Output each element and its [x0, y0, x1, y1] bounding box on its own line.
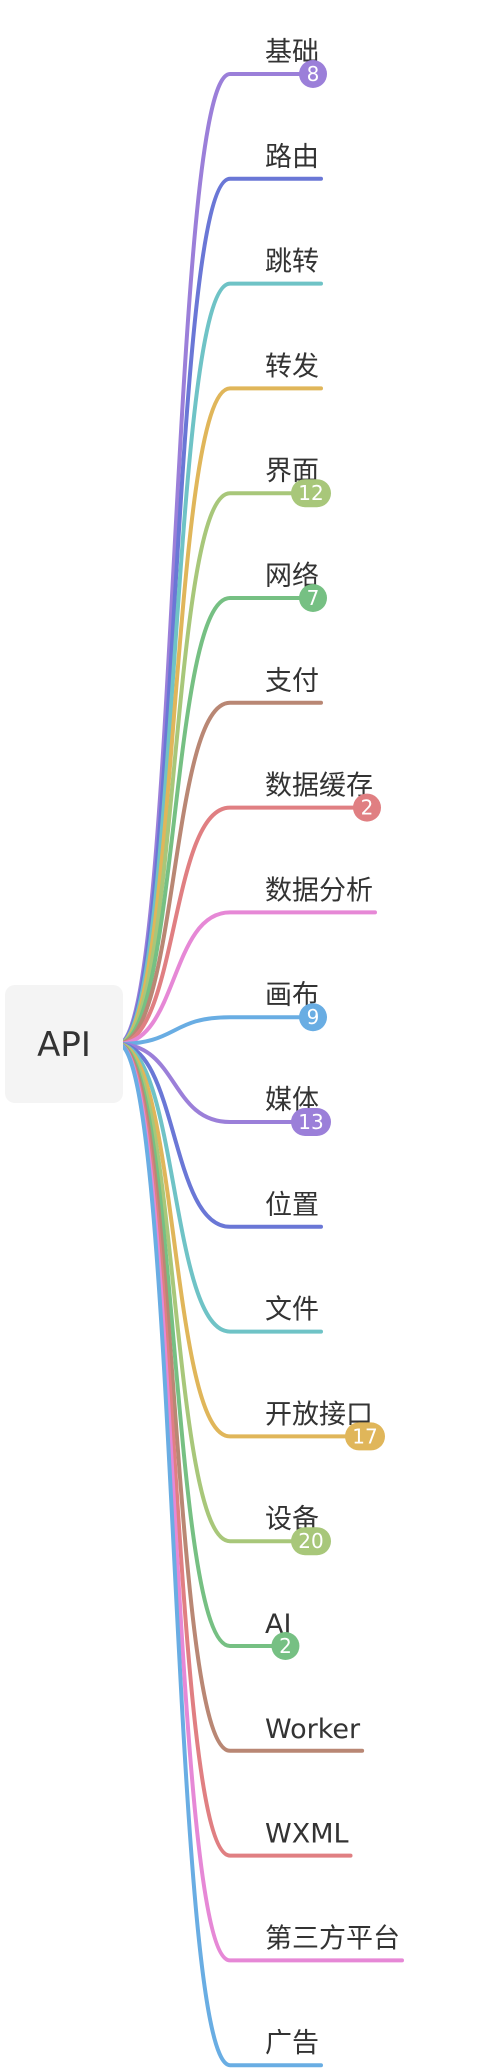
- count-badge-bg: [271, 1632, 300, 1660]
- count-badge-bg: [345, 1422, 385, 1451]
- branch-node[interactable]: 转发: [265, 351, 319, 382]
- root-node-box: [5, 985, 123, 1103]
- branch-edge: [116, 1042, 323, 1334]
- count-badge: 13: [291, 1108, 331, 1136]
- branch-node[interactable]: 数据分析: [265, 875, 373, 906]
- branch-label: Worker: [265, 1714, 361, 1745]
- count-badge-bg: [353, 793, 381, 822]
- branch-label: 数据缓存: [265, 771, 373, 802]
- count-badge: 2: [353, 793, 381, 822]
- branch-label: 文件: [265, 1295, 319, 1326]
- branch-node[interactable]: 数据缓存: [265, 771, 373, 802]
- count-badge-bg: [291, 1527, 331, 1556]
- branch-node[interactable]: 文件: [265, 1295, 319, 1326]
- count-badge-bg: [299, 584, 327, 612]
- count-badge-value: 8: [307, 62, 320, 86]
- branch-label: 路由: [265, 142, 319, 173]
- count-badge: 2: [271, 1632, 300, 1660]
- branch-edge: [116, 910, 377, 1046]
- count-badge-value: 7: [307, 586, 320, 610]
- branch-label: 转发: [265, 351, 319, 382]
- count-badge-value: 9: [307, 1005, 320, 1029]
- branch-edge: [116, 700, 323, 1046]
- count-badge-bg: [299, 1003, 327, 1032]
- branch-node[interactable]: Worker: [265, 1714, 361, 1745]
- branch-node[interactable]: WXML: [265, 1819, 349, 1850]
- branch-node[interactable]: 第三方平台: [265, 1923, 400, 1954]
- count-badge-value: 13: [298, 1110, 323, 1134]
- count-badge-bg: [299, 60, 327, 88]
- branch-edge: [116, 1042, 323, 2068]
- branch-node[interactable]: 支付: [265, 666, 319, 697]
- count-badge: 12: [291, 479, 331, 508]
- branch-label: 第三方平台: [265, 1923, 400, 1954]
- count-badge-value: 2: [279, 1634, 292, 1658]
- count-badge-value: 20: [298, 1529, 323, 1553]
- count-badge-value: 2: [361, 796, 374, 820]
- branch-label: 数据分析: [265, 875, 373, 906]
- branch-edge: [116, 1042, 323, 1124]
- branch-label: 广告: [265, 2028, 319, 2059]
- branch-edge: [116, 491, 323, 1046]
- branches-layer: 基础8路由跳转转发界面12网络7支付数据缓存2数据分析画布9媒体13位置文件开放…: [265, 37, 400, 2059]
- branch-node[interactable]: 广告: [265, 2028, 319, 2059]
- count-badge-value: 17: [352, 1424, 377, 1448]
- count-badge-bg: [291, 479, 331, 508]
- branch-label: 支付: [265, 666, 319, 697]
- count-badge: 8: [299, 60, 327, 88]
- branch-label: 位置: [265, 1190, 319, 1221]
- count-badge-bg: [291, 1108, 331, 1136]
- branch-label: WXML: [265, 1819, 349, 1850]
- branch-edge: [116, 1042, 323, 1229]
- branch-node[interactable]: 位置: [265, 1190, 319, 1221]
- count-badge: 20: [291, 1527, 331, 1556]
- branch-edge: [116, 805, 377, 1046]
- branch-node[interactable]: 路由: [265, 142, 319, 173]
- count-badge: 7: [299, 584, 327, 612]
- edges-layer: [116, 72, 404, 2068]
- root-node[interactable]: API: [5, 985, 123, 1103]
- branch-label: 跳转: [265, 247, 319, 278]
- count-badge: 17: [345, 1422, 385, 1451]
- branch-edge: [116, 1015, 323, 1046]
- root-node-label: API: [37, 1025, 91, 1065]
- branch-node[interactable]: 跳转: [265, 247, 319, 278]
- branch-edge: [116, 596, 323, 1046]
- count-badge: 9: [299, 1003, 327, 1032]
- count-badge-value: 12: [298, 481, 323, 505]
